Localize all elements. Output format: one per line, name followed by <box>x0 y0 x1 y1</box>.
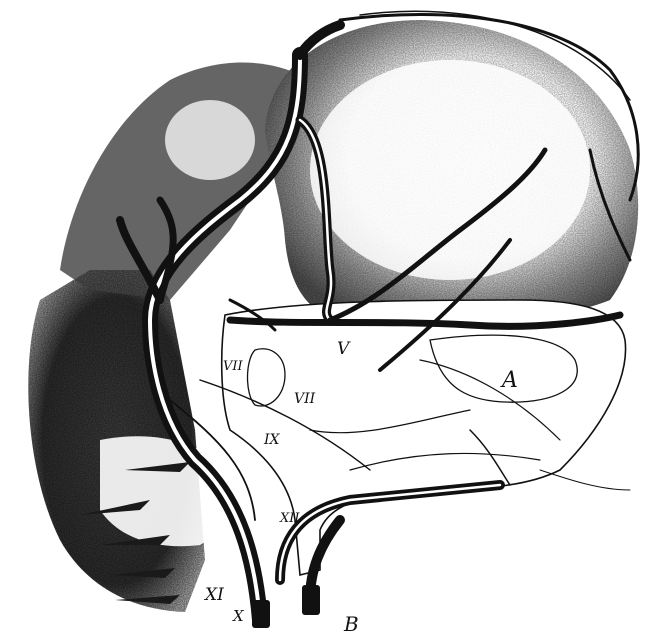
label-x: X <box>233 609 244 624</box>
label-a: A <box>502 370 518 392</box>
lower-outline-region <box>222 300 626 575</box>
label-vii-upper: VII <box>223 360 243 373</box>
label-xi: XI <box>205 587 224 604</box>
label-b: B <box>344 614 359 634</box>
label-ix: IX <box>264 433 280 447</box>
label-v: V <box>337 341 349 358</box>
label-vii: VII <box>294 392 315 406</box>
label-xii: XII <box>280 512 300 525</box>
